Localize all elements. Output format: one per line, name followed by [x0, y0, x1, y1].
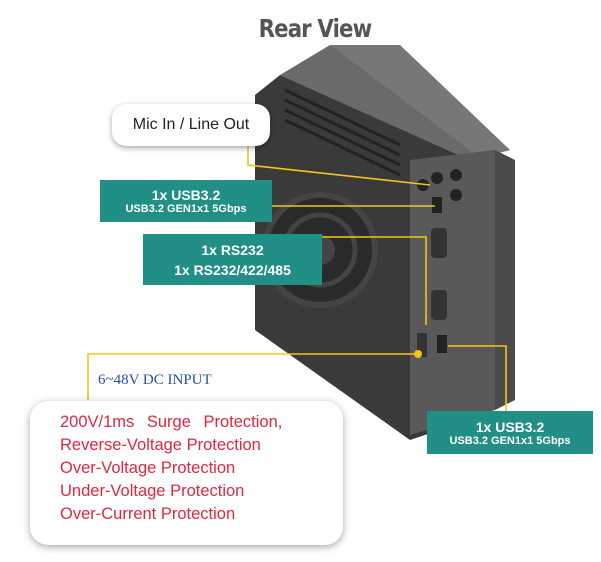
- leader-lines: [87, 146, 507, 411]
- usb-bottom-detail: USB3.2 GEN1x1 5Gbps: [449, 434, 571, 447]
- diagram-title: Rear View: [258, 14, 373, 43]
- usb-port-icon: [432, 197, 442, 213]
- protection-item: Reverse-Voltage Protection: [60, 436, 261, 454]
- dc-jack-icon: [417, 333, 427, 357]
- serial-line1: 1x RS232: [201, 241, 264, 258]
- protection-box: 200V/1ms Surge Protection, Reverse-Volta…: [30, 401, 343, 545]
- serial-port-icon: [431, 228, 447, 258]
- protection-item: Over-Current Protection: [60, 505, 236, 523]
- usb-bottom-callout: 1x USB3.2 USB3.2 GEN1x1 5Gbps: [427, 411, 593, 454]
- usb-top-title: 1x USB3.2: [151, 187, 221, 203]
- usb-top-detail: USB3.2 GEN1x1 5Gbps: [125, 203, 247, 215]
- serial-port-icon: [431, 290, 447, 320]
- protection-item: 200V/1ms Surge Protection,: [60, 413, 283, 431]
- serial-line2: 1x RS232/422/485: [174, 261, 291, 278]
- protection-item: Under-Voltage Protection: [60, 482, 245, 500]
- usb-bottom-title: 1x USB3.2: [475, 418, 545, 435]
- dc-input-label: 6~48V DC INPUT: [98, 372, 212, 388]
- mic-line-out-callout: Mic In / Line Out: [112, 104, 270, 146]
- protection-item: Over-Voltage Protection: [60, 459, 236, 477]
- device-body: [255, 45, 515, 440]
- usb-top-callout: 1x USB3.2 USB3.2 GEN1x1 5Gbps: [100, 180, 272, 222]
- usb-port-icon: [437, 335, 447, 353]
- serial-callout: 1x RS232 1x RS232/422/485: [143, 234, 322, 285]
- ports: [417, 169, 462, 357]
